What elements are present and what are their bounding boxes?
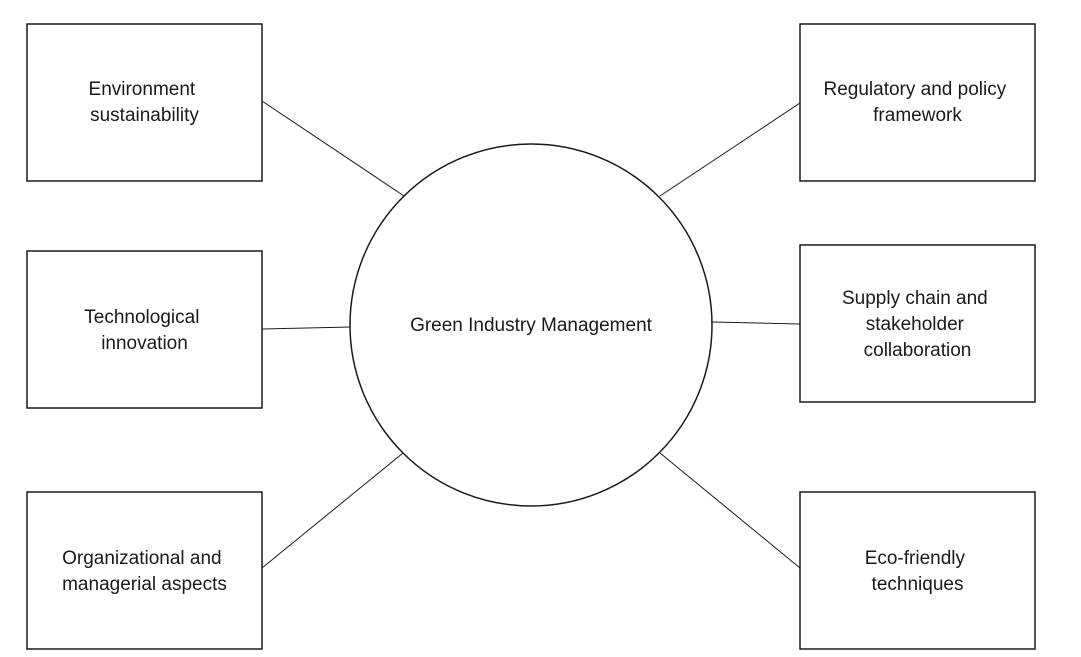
- node-label-line: Supply chain and: [842, 288, 988, 309]
- node-label-line: framework: [873, 105, 962, 126]
- node-label-line: Eco-friendly: [865, 548, 966, 569]
- node-box: [799, 23, 1036, 182]
- connector-supply-chain: [711, 321, 801, 325]
- node-label-line: innovation: [101, 333, 188, 354]
- node-box: [799, 491, 1036, 650]
- connector-environment: [261, 100, 405, 197]
- node-label-line: techniques: [872, 574, 964, 595]
- node-eco-friendly: Eco-friendly techniques: [799, 491, 1036, 650]
- node-label-line: Environment: [89, 79, 196, 100]
- node-box: [799, 244, 1036, 403]
- node-organizational: Organizational and managerial aspects: [26, 491, 263, 650]
- connector-technological: [261, 326, 352, 330]
- center-circle: [349, 143, 713, 507]
- node-technological: Technological innovation: [26, 250, 263, 409]
- node-box: [26, 23, 263, 182]
- svg-text:Eco-friendly techniques: Eco-friendly techniques: [865, 548, 971, 595]
- node-label-line: Organizational and: [62, 548, 222, 569]
- node-label-line: stakeholder: [866, 314, 965, 335]
- svg-text:Environment sustainabili: Environment sustainability: [89, 79, 201, 126]
- svg-text:Regulatory and policy fr: Regulatory and policy framework: [824, 79, 1012, 126]
- node-label-line: collaboration: [864, 340, 972, 361]
- connector-organizational: [261, 452, 404, 569]
- node-box: [26, 491, 263, 650]
- node-label-line: sustainability: [90, 105, 199, 126]
- connector-regulatory: [659, 102, 801, 197]
- node-supply-chain: Supply chain and stakeholder collaborati…: [799, 244, 1036, 403]
- node-box: [26, 250, 263, 409]
- connector-eco-friendly: [659, 452, 801, 569]
- svg-text:Technological innovation: Technological innovation: [84, 307, 204, 354]
- svg-text:Supply chain and stakeho: Supply chain and stakeholder collaborati…: [842, 288, 993, 361]
- svg-text:Organizational and manag: Organizational and managerial aspects: [62, 548, 227, 595]
- center-label: Green Industry Management: [410, 315, 653, 336]
- node-regulatory: Regulatory and policy framework: [799, 23, 1036, 182]
- node-label-line: Regulatory and policy: [824, 79, 1007, 100]
- node-label-line: Technological: [84, 307, 199, 328]
- node-label-line: managerial aspects: [62, 574, 227, 595]
- node-environment: Environment sustainability: [26, 23, 263, 182]
